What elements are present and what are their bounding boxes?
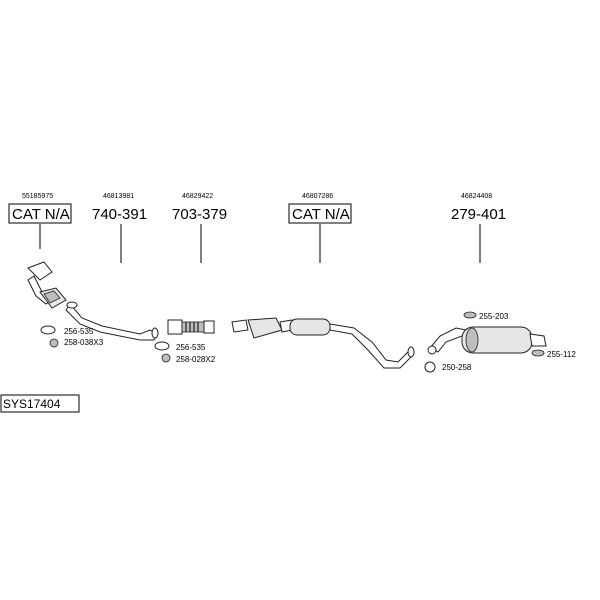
part-number: CAT N/A <box>12 206 70 223</box>
diagram-code-box: SYS17404 <box>0 394 80 413</box>
oe-number: 46824408 <box>461 193 492 200</box>
bellows-ribs <box>185 322 199 332</box>
centre-pipe-inlet <box>231 319 249 333</box>
oe-number: 46807286 <box>302 193 333 200</box>
resonator-body <box>289 318 331 336</box>
front-pipe-outlet <box>151 327 159 339</box>
part-label-3[interactable]: 46829422 703-379 <box>172 193 227 263</box>
accessory-gasket-1[interactable]: 256-535 <box>40 325 94 336</box>
centre-pipe-tube <box>329 323 415 369</box>
oe-number: 55185975 <box>22 193 53 200</box>
gasket-icon <box>154 341 170 351</box>
flex-pipe-bellows <box>181 321 205 333</box>
accessory-label: 255-112 <box>547 350 576 359</box>
diagram-code-frame <box>0 394 80 413</box>
part-label-2[interactable]: 46813981 740-391 <box>92 193 147 263</box>
part-number-box <box>8 203 72 224</box>
catalyst-core <box>43 290 61 304</box>
accessory-label: 250-258 <box>442 363 472 372</box>
manifold-flange <box>27 261 53 281</box>
centre-pipe-outlet <box>407 346 415 358</box>
part-number: 279-401 <box>451 206 506 223</box>
centre-pipe-part[interactable] <box>231 317 415 369</box>
accessory-nut-2[interactable]: 258-028X2 <box>161 353 216 364</box>
flex-pipe-sleeve <box>203 320 215 334</box>
front-pipe-flange <box>66 301 78 309</box>
accessory-gasket-2[interactable]: 256-535 <box>154 341 206 352</box>
front-pipe-part[interactable] <box>65 301 159 341</box>
accessory-mount-1[interactable]: 255-203 <box>463 311 509 321</box>
nut-icon <box>161 353 171 363</box>
flex-pipe-flange <box>167 319 183 335</box>
manifold-catalyst-part[interactable] <box>27 261 67 309</box>
part-label-5[interactable]: 46824408 279-401 <box>451 193 506 263</box>
nut-icon <box>49 338 59 348</box>
part-number: CAT N/A <box>292 206 350 223</box>
oe-number: 46813981 <box>103 193 134 200</box>
part-number: 740-391 <box>92 206 147 223</box>
accessory-label: 256-535 <box>176 343 206 352</box>
oe-number: 46829422 <box>182 193 213 200</box>
silencer-end-cap <box>465 327 479 353</box>
diagram-code: SYS17404 <box>3 397 61 411</box>
tail-pipe <box>529 333 547 347</box>
part-number-box <box>288 203 352 224</box>
part-label-1[interactable]: 55185975 CAT N/A <box>8 193 72 249</box>
gasket-icon <box>40 325 56 335</box>
accessory-clamp[interactable]: 250-258 <box>424 361 472 373</box>
accessory-label: 258-038X3 <box>64 338 104 347</box>
accessory-label: 255-203 <box>479 312 509 321</box>
accessory-mount-2[interactable]: 255-112 <box>531 349 576 359</box>
accessory-nut-1[interactable]: 258-038X3 <box>49 338 104 348</box>
accessory-label: 256-535 <box>64 327 94 336</box>
rear-silencer-part[interactable] <box>427 326 547 355</box>
centre-catalyst-body <box>247 317 283 339</box>
part-number: 703-379 <box>172 206 227 223</box>
rubber-mount-icon <box>463 311 477 319</box>
part-label-4[interactable]: 46807286 CAT N/A <box>288 193 352 263</box>
clamp-icon <box>424 361 436 373</box>
flex-pipe-part[interactable] <box>167 319 215 335</box>
accessory-label: 258-028X2 <box>176 355 216 364</box>
rear-inlet-flange <box>427 345 437 355</box>
rubber-mount-icon <box>531 349 545 357</box>
